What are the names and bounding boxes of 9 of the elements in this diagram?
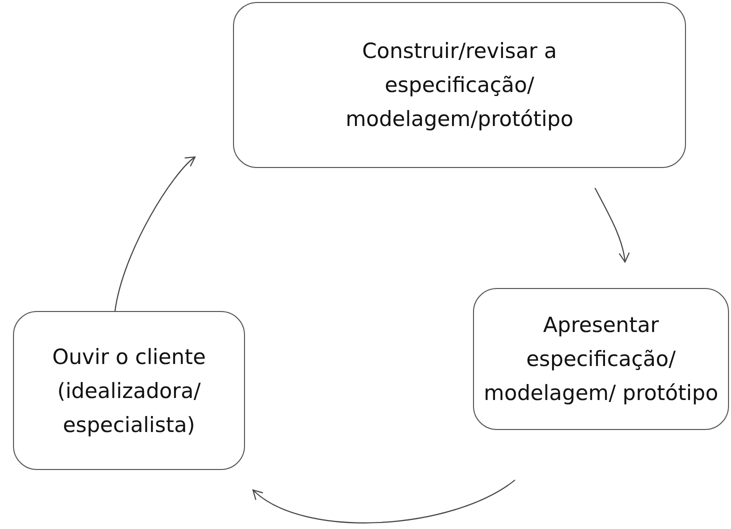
curved-arrow [252, 480, 516, 524]
box-label: Ouvir o cliente (idealizadora/ especialista) [51, 344, 207, 438]
rounded-box [233, 2, 686, 168]
rounded-box [13, 311, 245, 470]
box-label: Construir/revisar a especificação/ modelagem/protótipo [344, 38, 574, 133]
curved-arrow [114, 156, 196, 312]
curved-arrow [594, 188, 630, 263]
rounded-box [473, 288, 729, 430]
box-label: Apresentar especificação/ modelagem/ protótipo [482, 312, 720, 407]
